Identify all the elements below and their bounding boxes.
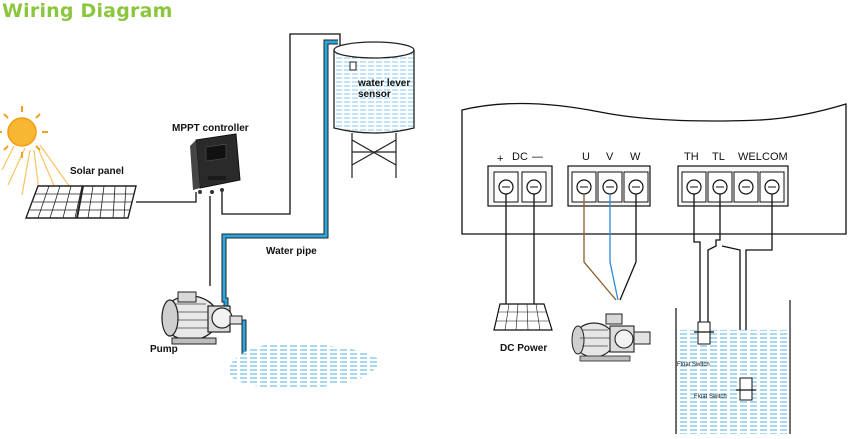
- motor-wires: [583, 194, 637, 301]
- sensor-label-line1: water lever: [357, 78, 410, 89]
- sensor-label-line2: sensor: [358, 89, 391, 100]
- terminal-sensor: [677, 165, 789, 207]
- dc-label: DC: [512, 151, 528, 163]
- solar-panel: [24, 185, 137, 219]
- dc-wires: [505, 194, 535, 304]
- com-label: COM: [762, 151, 788, 163]
- v-label: V: [606, 151, 614, 163]
- w-label: W: [630, 151, 641, 163]
- water-pipe-label: Water pipe: [266, 246, 317, 257]
- page-title: Wiring Diagram: [2, 0, 173, 22]
- float-switch-label-1: Float Switch: [677, 362, 710, 368]
- left-wires: [136, 33, 341, 286]
- water-tank: [333, 41, 415, 178]
- terminal-uvw: [567, 165, 651, 207]
- pump-label: Pump: [150, 344, 178, 355]
- th-label: TH: [684, 151, 699, 163]
- float-switch-2: [736, 377, 756, 401]
- controller-label: MPPT controller: [172, 123, 249, 134]
- terminal-dc: [487, 165, 553, 207]
- tl-label: TL: [712, 151, 725, 163]
- dc-power-label: DC Power: [500, 343, 547, 354]
- mppt-controller: [190, 133, 241, 194]
- pump: [161, 291, 243, 345]
- dc-plus-label: +: [497, 153, 503, 165]
- u-label: U: [582, 151, 590, 163]
- dc-minus-label: —: [532, 151, 543, 163]
- solar-panel-label: Solar panel: [70, 166, 124, 177]
- wel-label: WEL: [738, 151, 762, 163]
- dc-power-panel: [493, 303, 553, 331]
- small-pump: [571, 313, 651, 362]
- float-switch-label-2: Float Switch: [694, 394, 727, 400]
- water-pond: [226, 343, 380, 389]
- float-switch-1: [694, 321, 714, 345]
- float-tank: [675, 300, 791, 434]
